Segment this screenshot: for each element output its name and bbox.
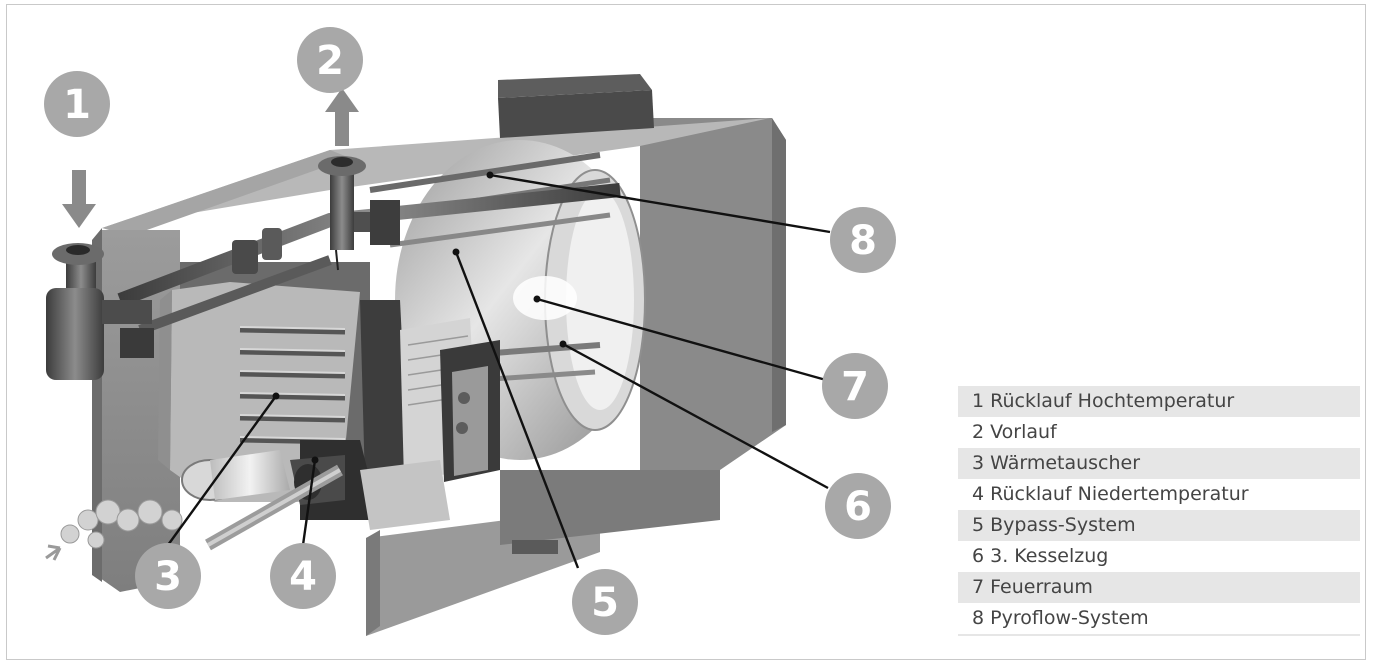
svg-text:7: 7	[841, 364, 869, 410]
leader-dot-5	[452, 248, 460, 256]
inflow-arrow	[62, 170, 96, 228]
legend-item-2: 2 Vorlauf	[972, 421, 1057, 443]
return-pipe-low-temp	[205, 455, 345, 551]
flue-outlet	[45, 450, 290, 561]
leader-line-4	[301, 459, 317, 546]
marker-badge-3: 3	[135, 543, 201, 609]
heat-exchanger-section	[158, 262, 500, 530]
legend-item-8: 8 Pyroflow-System	[972, 607, 1149, 629]
marker-badge-4: 4	[270, 543, 336, 609]
leader-dot-8	[486, 171, 494, 179]
legend-item-5: 5 Bypass-System	[958, 510, 1360, 541]
marker-badge-7: 7	[822, 353, 888, 419]
svg-text:6: 6	[844, 484, 872, 530]
marker-badge-1: 1	[44, 71, 110, 137]
return-pipe-high-temp	[46, 243, 154, 380]
leader-dot-6	[559, 340, 567, 348]
svg-text:4: 4	[289, 554, 317, 600]
svg-text:5: 5	[591, 580, 619, 626]
leader-line-8	[489, 173, 831, 234]
legend-item-6: 6 3. Kesselzug	[972, 545, 1109, 567]
top-pipework	[117, 156, 621, 335]
legend: 1 Rücklauf Hochtemperatur 2 Vorlauf 3 Wä…	[958, 386, 1360, 636]
legend-item-7: 7 Feuerraum	[958, 572, 1360, 603]
leader-line-6	[562, 342, 829, 490]
legend-bottom-rule	[958, 634, 1360, 636]
leader-line-5	[454, 251, 580, 569]
marker-badge-8: 8	[830, 207, 896, 273]
leader-line-7	[536, 297, 827, 382]
leader-dot-4	[311, 456, 319, 464]
marker-badge-2: 2	[297, 27, 363, 93]
legend-item-4: 4 Rücklauf Niedertemperatur	[972, 483, 1249, 505]
marker-badge-5: 5	[572, 569, 638, 635]
outflow-arrow	[325, 88, 359, 146]
legend-item-3: 3 Wärmetauscher	[958, 448, 1360, 479]
svg-text:8: 8	[849, 218, 877, 264]
leader-dot-3	[272, 392, 280, 400]
svg-text:2: 2	[316, 38, 344, 84]
marker-badge-6: 6	[825, 473, 891, 539]
leader-dot-7	[533, 295, 541, 303]
leader-line-3	[167, 395, 277, 546]
svg-text:3: 3	[154, 554, 182, 600]
legend-item-1: 1 Rücklauf Hochtemperatur	[958, 386, 1360, 417]
svg-text:1: 1	[63, 82, 91, 128]
